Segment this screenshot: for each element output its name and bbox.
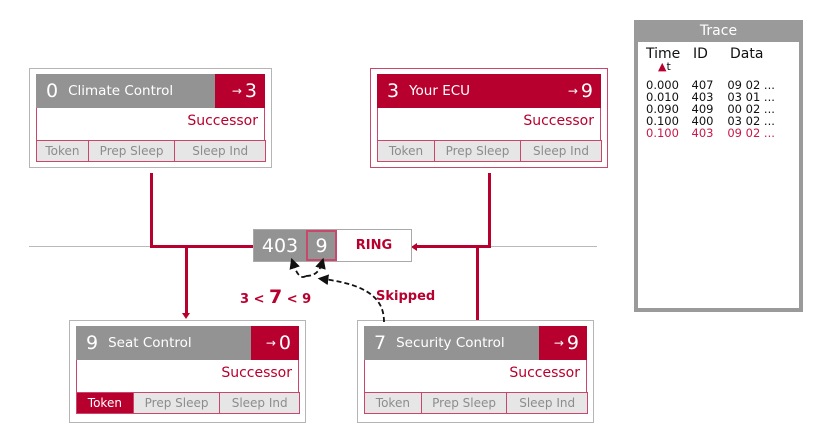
row-id: 409 bbox=[691, 102, 714, 116]
ecu-name: Security Control bbox=[396, 335, 505, 351]
ecu-id: 3 bbox=[387, 80, 400, 102]
successor-id-box: → 0 bbox=[251, 326, 299, 360]
row-id: 403 bbox=[691, 126, 714, 140]
trace-row-highlighted[interactable]: 0.100 403 09 02 ... bbox=[646, 127, 799, 139]
ecu-name: Seat Control bbox=[108, 335, 192, 351]
state-sleep-ind[interactable]: Sleep Ind bbox=[174, 140, 267, 162]
message-id: 403 bbox=[254, 230, 306, 261]
your-ecu-connector-arrowhead bbox=[411, 242, 417, 251]
row-data: 09 02 ... bbox=[727, 78, 775, 92]
ecu-header: 9 Seat Control → 0 bbox=[76, 326, 299, 360]
successor-id: 3 bbox=[244, 80, 257, 102]
your-ecu-connector-vertical bbox=[488, 173, 491, 248]
state-prep-sleep[interactable]: Prep Sleep bbox=[87, 140, 176, 162]
trace-row[interactable]: 0.090 409 00 02 ... bbox=[646, 103, 799, 115]
row-time: 0.100 bbox=[646, 126, 679, 140]
security-connector-vertical bbox=[476, 246, 479, 320]
row-time: 0.010 bbox=[646, 90, 679, 104]
successor-id: 9 bbox=[566, 332, 579, 354]
seat-connector-vertical bbox=[185, 246, 188, 316]
arrow-right-icon: → bbox=[265, 336, 276, 350]
sort-indicator: ▲t bbox=[638, 60, 799, 73]
state-prep-sleep[interactable]: Prep Sleep bbox=[420, 392, 508, 414]
successor-id-box: → 9 bbox=[511, 74, 601, 108]
trace-rows: 0.000 407 09 02 ... 0.010 403 03 01 ... … bbox=[638, 79, 799, 139]
row-time: 0.090 bbox=[646, 102, 679, 116]
ecu-security-control[interactable]: 7 Security Control → 9 Successor Token P… bbox=[357, 320, 594, 423]
successor-label: Successor bbox=[377, 108, 601, 140]
column-data[interactable]: Data bbox=[730, 46, 764, 62]
sort-label: t bbox=[666, 60, 671, 73]
ecu-id: 7 bbox=[374, 332, 387, 354]
successor-id: 0 bbox=[278, 332, 291, 354]
compare-right: < 9 bbox=[286, 292, 312, 307]
state-prep-sleep[interactable]: Prep Sleep bbox=[132, 392, 221, 414]
arrow-right-icon: → bbox=[567, 84, 578, 98]
row-time: 0.100 bbox=[646, 114, 679, 128]
comparison-label: 3 < 7 < 9 bbox=[240, 286, 311, 308]
compare-arrow-to-data bbox=[305, 257, 326, 277]
ecu-name: Climate Control bbox=[68, 83, 174, 99]
state-sleep-ind[interactable]: Sleep Ind bbox=[506, 392, 588, 414]
row-data: 09 02 ... bbox=[727, 126, 775, 140]
successor-id-box: → 9 bbox=[539, 326, 587, 360]
bus-line-left bbox=[29, 246, 254, 247]
state-sleep-ind[interactable]: Sleep Ind bbox=[520, 140, 602, 162]
state-sleep-ind[interactable]: Sleep Ind bbox=[219, 392, 300, 414]
row-data: 03 02 ... bbox=[727, 114, 775, 128]
ecu-climate-control[interactable]: 0 Climate Control → 3 Successor Token Pr… bbox=[29, 68, 272, 168]
successor-label: Successor bbox=[364, 360, 587, 392]
trace-row[interactable]: 0.000 407 09 02 ... bbox=[646, 79, 799, 91]
state-token[interactable]: Token bbox=[36, 140, 89, 162]
trace-title: Trace bbox=[634, 20, 803, 42]
climate-connector-vertical bbox=[150, 173, 153, 248]
trace-panel[interactable]: Trace Time ID Data ▲t 0.000 407 09 02 ..… bbox=[634, 20, 803, 312]
your-ecu-connector-horizontal bbox=[416, 245, 491, 248]
row-time: 0.000 bbox=[646, 78, 679, 92]
ecu-header: 0 Climate Control → 3 bbox=[36, 74, 265, 108]
column-id[interactable]: ID bbox=[693, 46, 708, 62]
arrow-right-icon: → bbox=[231, 84, 242, 98]
compare-left: 3 < bbox=[240, 292, 265, 307]
skipped-arrow bbox=[317, 274, 385, 323]
row-id: 407 bbox=[691, 78, 714, 92]
sort-ascending-icon: ▲ bbox=[658, 60, 667, 73]
row-id: 400 bbox=[691, 114, 714, 128]
successor-label: Successor bbox=[36, 108, 265, 140]
successor-id: 9 bbox=[580, 80, 593, 102]
ecu-id: 0 bbox=[46, 80, 59, 102]
row-data: 03 01 ... bbox=[727, 90, 775, 104]
ecu-header: 3 Your ECU → 9 bbox=[377, 74, 601, 108]
skipped-label: Skipped bbox=[376, 289, 436, 304]
row-data: 00 02 ... bbox=[727, 102, 775, 116]
ring-message[interactable]: 403 9 RING bbox=[253, 229, 412, 262]
message-type: RING bbox=[355, 238, 393, 253]
compare-mid: 7 bbox=[269, 286, 283, 308]
ecu-id: 9 bbox=[86, 332, 99, 354]
column-time[interactable]: Time bbox=[646, 46, 681, 62]
bus-line-right bbox=[412, 246, 597, 247]
ecu-seat-control[interactable]: 9 Seat Control → 0 Successor Token Prep … bbox=[69, 320, 306, 423]
trace-row[interactable]: 0.010 403 03 01 ... bbox=[646, 91, 799, 103]
trace-header: Time ID Data bbox=[638, 42, 799, 62]
successor-label: Successor bbox=[76, 360, 299, 392]
ecu-header: 7 Security Control → 9 bbox=[364, 326, 587, 360]
successor-id-box: → 3 bbox=[215, 74, 265, 108]
compare-arrow-to-id bbox=[289, 257, 307, 278]
ecu-name: Your ECU bbox=[409, 83, 471, 99]
message-data: 9 bbox=[306, 230, 337, 261]
arrow-right-icon: → bbox=[553, 336, 564, 350]
climate-connector-horizontal bbox=[150, 245, 254, 248]
ecu-your-ecu[interactable]: 3 Your ECU → 9 Successor Token Prep Slee… bbox=[370, 68, 608, 168]
trace-row[interactable]: 0.100 400 03 02 ... bbox=[646, 115, 799, 127]
row-id: 403 bbox=[691, 90, 714, 104]
seat-connector-arrowhead bbox=[182, 313, 190, 319]
state-token[interactable]: Token bbox=[377, 140, 435, 162]
